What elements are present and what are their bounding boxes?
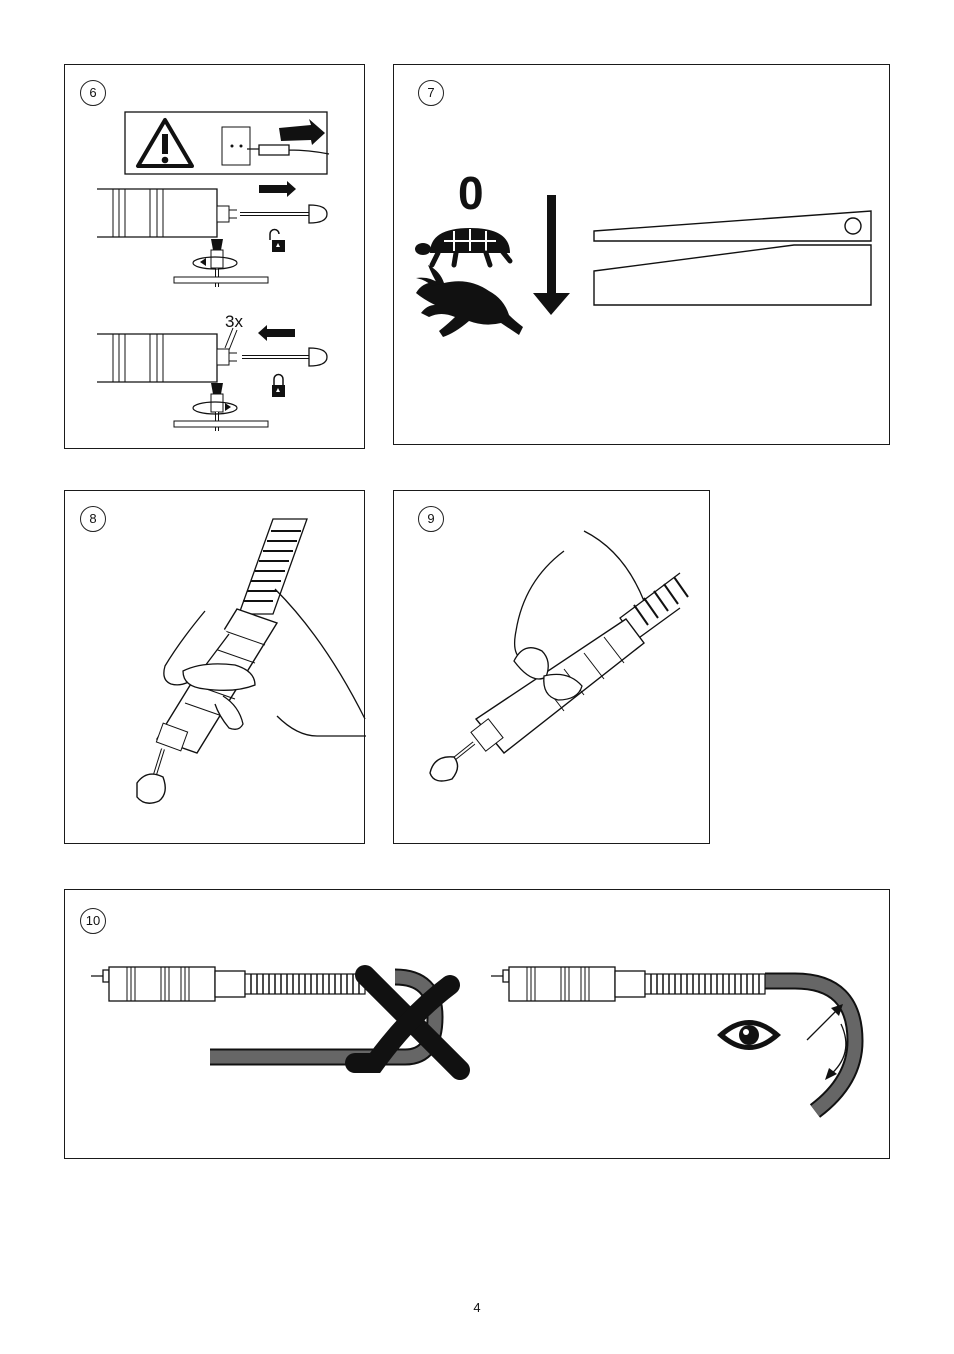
panel-step-7: 7 0 [393,64,890,445]
unplug-icon [222,119,329,165]
speed-zero-label: 0 [458,170,484,216]
step-number: 9 [418,506,444,532]
step-8-illustration [65,491,366,845]
lock-icon [272,375,285,398]
panel-step-10: 10 [64,889,890,1159]
hare-icon [416,265,523,337]
chuck-key-icon-lower [174,383,268,431]
panel-step-8: 8 [64,490,365,844]
step-7-illustration [394,65,891,446]
step-number: 6 [80,80,106,106]
unlock-icon [270,230,285,253]
tool-assembly-lock [97,325,327,431]
speed-pedal [594,211,871,305]
repeat-count-label: 3x [225,313,243,330]
chuck-key-icon [174,239,268,287]
arrow-down-icon [533,195,570,315]
panel-step-6: 6 3x [64,64,365,449]
bend-arrow-icon [807,1004,846,1080]
step-number: 7 [418,80,444,106]
step-9-illustration [394,491,711,845]
turtle-icon [415,228,510,265]
step-10-illustration [65,890,891,1160]
tool-assembly-unlock [97,181,327,287]
step-number: 10 [80,908,106,934]
handpiece [430,619,644,781]
eye-icon [717,1020,781,1050]
correct-flex-shaft [491,967,855,1111]
step-number: 8 [80,506,106,532]
panel-step-9: 9 [393,490,710,844]
step-6-illustration [65,65,366,450]
flex-shaft-hose [239,519,307,614]
page-number: 4 [0,1300,954,1315]
warning-triangle-icon [138,120,192,166]
